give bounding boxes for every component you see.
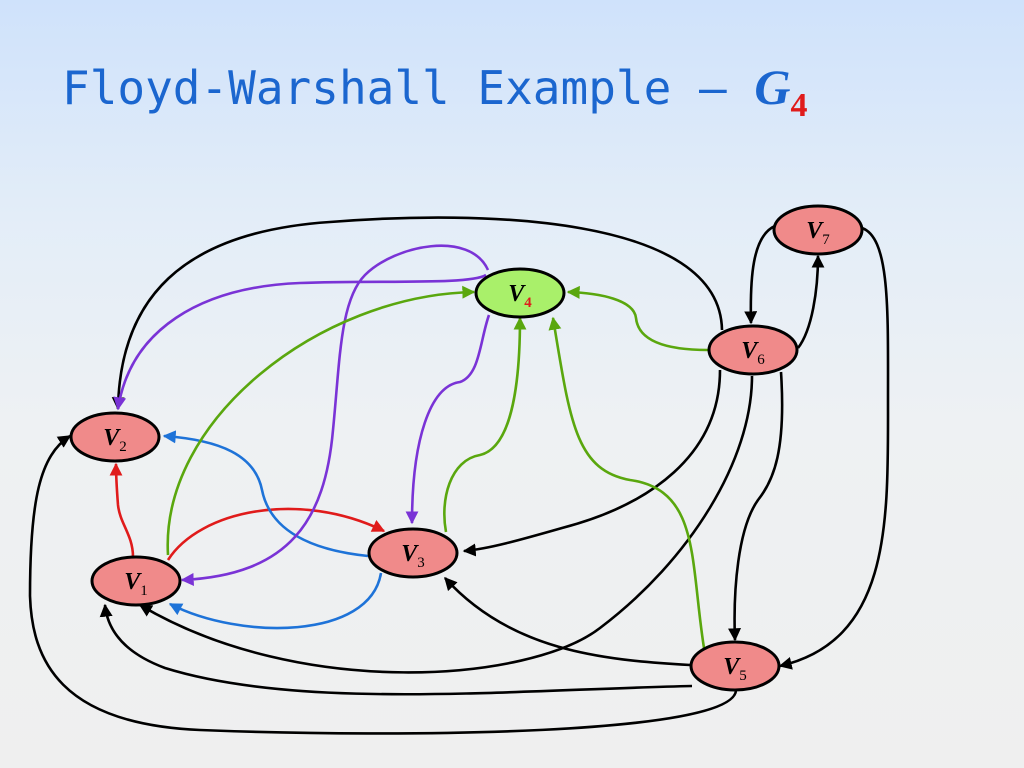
node-v1-index: 1 (140, 583, 148, 599)
title-text: Floyd-Warshall Example – (62, 61, 755, 115)
svg-text:V1: V1 (124, 569, 148, 599)
edge-v3-v4 (443, 316, 527, 533)
edge-v6-v5 (728, 371, 784, 642)
edge-v1-v2 (109, 462, 135, 558)
edge-v5-v1 (99, 603, 693, 696)
node-v4-index: 4 (524, 295, 532, 311)
edge-v1-v4 (166, 285, 476, 556)
edge-v4-v1 (180, 244, 490, 586)
node-v6-letter: V (741, 338, 759, 364)
svg-text:V5: V5 (723, 654, 747, 684)
edge-v4-v2 (113, 273, 487, 411)
node-v1-letter: V (124, 569, 142, 595)
edge-v6-v3 (462, 369, 722, 557)
node-v3-letter: V (401, 541, 419, 567)
svg-text:V6: V6 (741, 338, 765, 368)
svg-text:V2: V2 (103, 425, 127, 455)
node-v7-letter: V (806, 218, 824, 244)
edge-v4-v3 (405, 314, 491, 525)
edge-v7-v5 (778, 226, 890, 670)
title-graph-letter: G (754, 59, 791, 115)
nodes-layer: V7 V4 V6 V2 (69, 204, 864, 692)
edge-v5-v4 (548, 316, 706, 649)
edge-v1-v3 (166, 507, 386, 561)
edge-v5-v3 (444, 577, 691, 667)
node-v3-index: 3 (417, 555, 425, 571)
edge-v6-v1 (138, 375, 754, 674)
node-v4: V4 (474, 267, 566, 319)
edge-v5-v2 (28, 434, 738, 735)
svg-text:V3: V3 (401, 541, 425, 571)
node-v6-index: 6 (757, 352, 765, 368)
node-v5-index: 5 (739, 668, 747, 684)
node-v3: V3 (367, 527, 459, 579)
node-v2-letter: V (103, 425, 121, 451)
node-v2: V2 (69, 411, 161, 463)
node-v7-index: 7 (822, 232, 830, 248)
svg-text:V4: V4 (508, 281, 532, 311)
node-v7: V7 (772, 204, 864, 256)
edge-v6-v4 (566, 285, 709, 352)
node-v6: V6 (707, 324, 799, 376)
edges-layer (28, 216, 890, 735)
svg-text:V7: V7 (806, 218, 830, 248)
node-v5-letter: V (723, 654, 741, 680)
node-v2-index: 2 (119, 439, 127, 455)
edge-v3-v2 (162, 430, 369, 558)
edge-v6-v7 (796, 254, 825, 349)
slide-title: Floyd-Warshall Example – G4 (62, 58, 807, 124)
node-v5: V5 (689, 640, 781, 692)
edge-v6-v2 (111, 216, 724, 411)
edge-v3-v1 (168, 572, 383, 630)
node-v4-letter: V (508, 281, 526, 307)
title-graph-index: 4 (790, 87, 808, 124)
edge-v7-v6 (744, 224, 776, 325)
node-v1: V1 (90, 555, 182, 607)
